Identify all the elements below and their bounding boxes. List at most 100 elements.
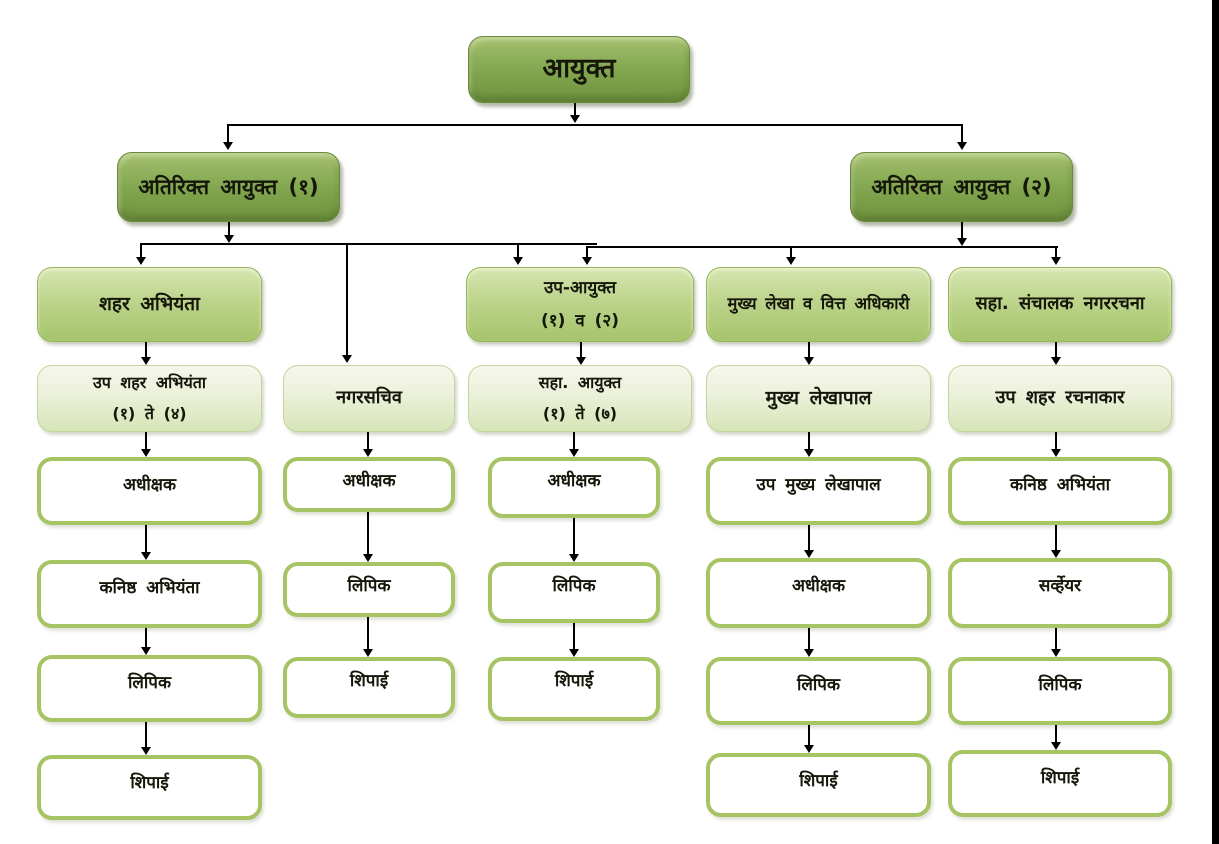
node-label: मुख्य लेखा व वित्त अधिकारी <box>727 294 910 314</box>
connector-arrow <box>145 432 147 449</box>
node-col2-peon: शिपाई <box>283 657 455 718</box>
connector-arrow <box>1055 432 1057 449</box>
node-col4-superintendent: अधीक्षक <box>706 558 931 628</box>
connector-arrow <box>1055 342 1057 357</box>
node-col1-clerk: लिपिक <box>37 655 262 722</box>
node-label-line2: (१) व (२) <box>540 310 620 331</box>
node-city-secretary: नगरसचिव <box>283 365 455 432</box>
node-label: उप शहर रचनाकार <box>995 387 1125 409</box>
node-col1-superintendent: अधीक्षक <box>37 457 262 525</box>
node-col5-junior-engineer: कनिष्ठ अभियंता <box>948 457 1172 525</box>
connector-arrow <box>1055 628 1057 649</box>
node-col1-junior-engineer: कनिष्ठ अभियंता <box>37 560 262 628</box>
node-label: शहर अभियंता <box>99 292 200 315</box>
connector-arrow <box>367 617 369 649</box>
node-label: सहा. संचालक नगररचना <box>975 293 1145 315</box>
node-label: लिपिक <box>552 576 596 596</box>
node-label: शिपाई <box>1040 768 1080 788</box>
node-col4-clerk: लिपिक <box>706 657 931 725</box>
node-label: लिपिक <box>1038 675 1082 695</box>
node-city-engineer: शहर अभियंता <box>37 267 262 342</box>
connector-arrow <box>808 342 810 357</box>
node-asst-commissioner: सहा. आयुक्त (१) ते (७) <box>468 365 692 432</box>
connector-arrow <box>961 222 963 238</box>
node-chief-accounts-finance-officer: मुख्य लेखा व वित्त अधिकारी <box>706 267 931 342</box>
node-col4-deputy-chief-accountant: उप मुख्य लेखापाल <box>706 457 931 525</box>
connector-arrow <box>574 103 576 115</box>
node-label: अधीक्षक <box>122 475 177 495</box>
connector-line <box>227 124 963 126</box>
connector-line <box>586 246 1058 248</box>
node-deputy-commissioner: उप-आयुक्त (१) व (२) <box>466 267 694 342</box>
node-col2-clerk: लिपिक <box>283 562 455 617</box>
node-label: अधीक्षक <box>342 471 396 491</box>
connector-arrow <box>346 244 348 355</box>
node-label-line2: (१) ते (४) <box>112 403 187 423</box>
connector-arrow <box>961 125 963 142</box>
node-label-line1: उप-आयुक्त <box>543 278 617 299</box>
node-col3-peon: शिपाई <box>488 657 660 721</box>
node-label: शिपाई <box>130 773 169 793</box>
node-label: नगरसचिव <box>336 387 402 409</box>
connector-arrow <box>1055 525 1057 550</box>
connector-arrow <box>1055 247 1057 257</box>
node-col5-peon: शिपाई <box>948 750 1172 817</box>
page-right-border <box>1212 0 1219 844</box>
node-commissioner: आयुक्त <box>468 36 690 103</box>
node-label: लिपिक <box>127 673 172 693</box>
node-label: उप मुख्य लेखापाल <box>756 475 881 495</box>
node-label: शिपाई <box>349 671 389 691</box>
node-label: कनिष्ठ अभियंता <box>99 578 200 598</box>
node-asst-director-town-planning: सहा. संचालक नगररचना <box>948 267 1172 342</box>
node-label: लिपिक <box>796 675 841 695</box>
node-col5-surveyor: सर्व्हेयर <box>948 558 1172 628</box>
node-label: शिपाई <box>554 671 594 691</box>
connector-arrow <box>808 525 810 550</box>
connector-arrow <box>227 125 229 142</box>
connector-arrow <box>145 628 147 647</box>
node-col3-superintendent: अधीक्षक <box>488 457 660 518</box>
node-label: अतिरिक्त आयुक्त (१) <box>138 174 319 199</box>
node-col3-clerk: लिपिक <box>488 562 660 623</box>
node-col2-superintendent: अधीक्षक <box>283 457 455 512</box>
connector-arrow <box>573 623 575 649</box>
node-col1-peon: शिपाई <box>37 755 262 820</box>
connector-arrow <box>808 432 810 449</box>
node-label-line1: उप शहर अभियंता <box>92 373 207 393</box>
connector-arrow <box>140 244 142 257</box>
node-label: लिपिक <box>347 576 391 596</box>
node-label-line1: सहा. आयुक्त <box>538 373 622 393</box>
node-label: सर्व्हेयर <box>1038 576 1082 596</box>
node-label: अधीक्षक <box>547 471 601 491</box>
node-additional-commissioner-1: अतिरिक्त आयुक्त (१) <box>117 152 340 222</box>
node-col5-clerk: लिपिक <box>948 657 1172 725</box>
connector-arrow <box>367 432 369 449</box>
node-label: अधीक्षक <box>791 576 846 596</box>
node-label-line2: (१) ते (७) <box>542 403 618 423</box>
connector-arrow <box>586 247 588 257</box>
connector-arrow <box>808 725 810 745</box>
connector-arrow <box>145 722 147 747</box>
node-deputy-city-planner: उप शहर रचनाकार <box>948 365 1172 432</box>
node-label: मुख्य लेखापाल <box>765 386 872 409</box>
node-label: शिपाई <box>799 771 838 791</box>
connector-arrow <box>145 342 147 357</box>
connector-line <box>140 243 597 245</box>
connector-arrow <box>517 244 519 257</box>
connector-arrow <box>367 512 369 554</box>
node-label: आयुक्त <box>542 53 616 85</box>
connector-arrow <box>1055 725 1057 742</box>
node-additional-commissioner-2: अतिरिक्त आयुक्त (२) <box>850 152 1073 222</box>
connector-arrow <box>573 432 575 449</box>
connector-arrow <box>145 525 147 552</box>
node-col4-peon: शिपाई <box>706 753 931 817</box>
node-label: अतिरिक्त आयुक्त (२) <box>871 174 1052 199</box>
node-deputy-city-engineer: उप शहर अभियंता (१) ते (४) <box>37 365 262 432</box>
connector-arrow <box>808 628 810 649</box>
connector-arrow <box>790 247 792 257</box>
connector-arrow <box>580 342 582 357</box>
node-chief-accountant: मुख्य लेखापाल <box>706 365 931 432</box>
connector-arrow <box>573 518 575 554</box>
node-label: कनिष्ठ अभियंता <box>1009 475 1111 495</box>
